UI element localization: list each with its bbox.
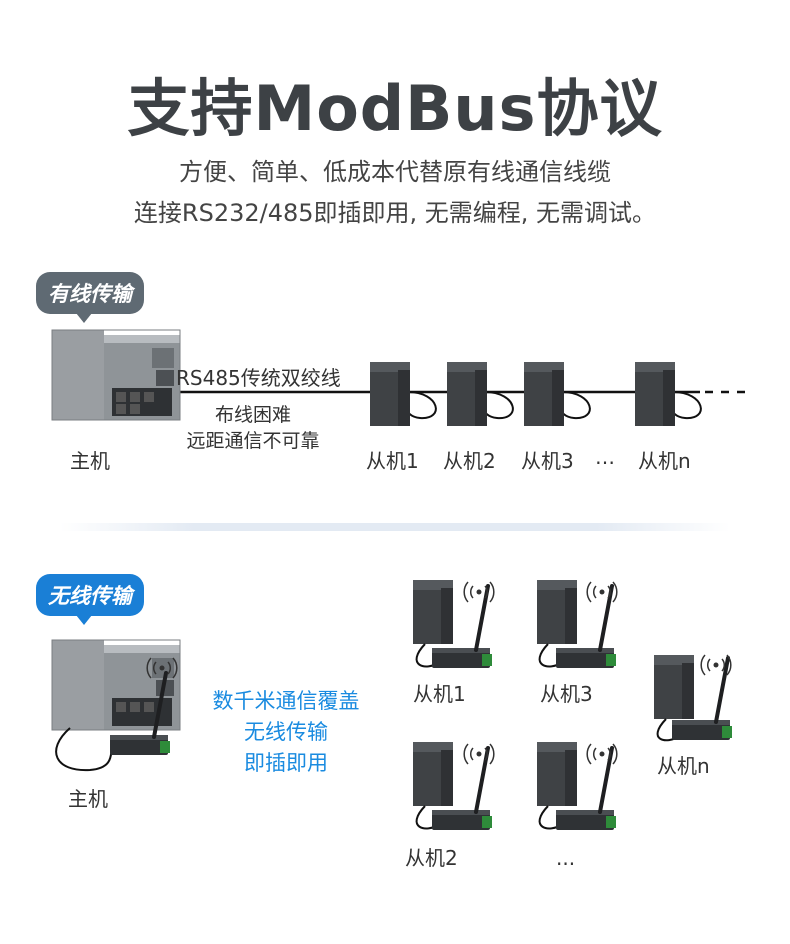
subtitle-line-2: 连接RS232/485即插即用, 无需编程, 无需调试。 xyxy=(133,199,657,227)
wireless-badge: 无线传输 xyxy=(36,574,144,625)
wireless-note: 数千米通信覆盖 无线传输 即插即用 xyxy=(196,686,376,779)
wireless-note-line-1: 数千米通信覆盖 xyxy=(212,689,360,713)
wireless-slave-label-n: 从机n xyxy=(657,754,710,778)
wireless-host-cable xyxy=(55,727,113,772)
wired-note-line-1: 布线困难 xyxy=(214,404,291,426)
wireless-ellipsis: ... xyxy=(556,846,576,870)
wireless-host-device xyxy=(51,639,181,731)
wired-note: 布线困难 远距通信不可靠 xyxy=(178,402,328,454)
wireless-note-line-3: 即插即用 xyxy=(244,751,328,775)
wired-slave-device-n xyxy=(635,362,675,426)
wireless-slave-module-more xyxy=(537,742,577,806)
wired-slave-device-1 xyxy=(370,362,410,426)
wireless-slave-module-3 xyxy=(537,580,577,644)
wireless-note-line-2: 无线传输 xyxy=(244,720,328,744)
wired-note-line-2: 远距通信不可靠 xyxy=(186,430,320,452)
wired-slave-label-1: 从机1 xyxy=(366,449,419,473)
page-title: 支持ModBus协议 xyxy=(127,72,663,145)
wired-ellipsis: … xyxy=(595,445,615,469)
wireless-slave-module-2 xyxy=(413,742,453,806)
wireless-host-label: 主机 xyxy=(68,787,108,811)
cable-label: RS485传统双绞线 xyxy=(176,366,341,390)
section-divider xyxy=(60,523,730,531)
wireless-slave-module-n xyxy=(654,655,694,719)
wireless-slave-label-1: 从机1 xyxy=(413,682,466,706)
wired-slave-label-n: 从机n xyxy=(638,449,691,473)
wired-slave-label-3: 从机3 xyxy=(521,449,574,473)
wireless-slave-module-1 xyxy=(413,580,453,644)
wired-slave-device-3 xyxy=(524,362,564,426)
wired-badge: 有线传输 xyxy=(36,272,144,323)
subtitle-line-1: 方便、简单、低成本代替原有线通信线缆 xyxy=(179,158,611,186)
wired-slave-device-2 xyxy=(447,362,487,426)
wireless-slave-label-3: 从机3 xyxy=(540,682,593,706)
wired-slave-label-2: 从机2 xyxy=(443,449,496,473)
wireless-slave-label-2: 从机2 xyxy=(405,846,458,870)
wired-host-device xyxy=(51,329,181,421)
wired-host-label: 主机 xyxy=(70,449,110,473)
